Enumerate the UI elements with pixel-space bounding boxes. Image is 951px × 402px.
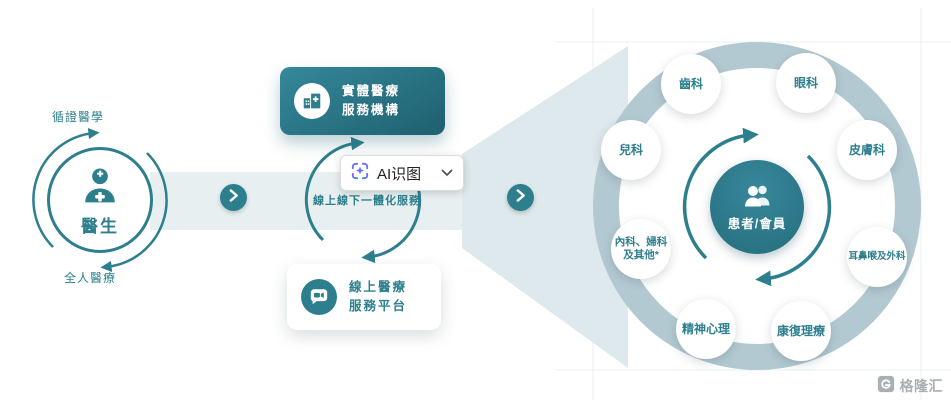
chevron-right-icon	[515, 188, 526, 208]
gelonghui-logo-icon	[877, 375, 895, 396]
holistic-care-label: 全人醫療	[63, 271, 116, 285]
specialty-mental-health: 精神心理	[676, 299, 736, 359]
online-line2: 服務平台	[349, 299, 408, 313]
flow-step-2	[507, 184, 534, 211]
watermark-text: 格隆汇	[899, 377, 943, 394]
chevron-down-icon	[441, 169, 453, 177]
physical-line2: 服務機構	[342, 103, 401, 117]
ai-image-recognition-button[interactable]: AI识图	[340, 155, 464, 191]
specialty-dentistry: 齒科	[661, 54, 721, 114]
chat-video-icon	[301, 279, 337, 315]
online-platform-node: 線上醫療 服務平台	[287, 264, 441, 330]
patients-members-node: 患者/會員	[710, 160, 804, 254]
doctor-label: 醫生	[81, 216, 119, 236]
chevron-right-icon	[228, 188, 239, 208]
specialty-ent-surgery: 耳鼻喉及外科	[847, 227, 907, 287]
specialty-dermatology: 皮膚科	[837, 120, 897, 180]
specialty-rehabilitation: 康復理療	[771, 301, 831, 361]
specialty-ophthalmology: 眼科	[776, 53, 836, 113]
hospital-building-icon	[294, 83, 330, 119]
specialty-pediatrics: 兒科	[601, 120, 661, 180]
doctor-node: 醫生	[47, 147, 153, 253]
people-icon	[741, 183, 773, 210]
ai-scan-icon	[351, 162, 369, 184]
patients-members-label: 患者/會員	[727, 216, 787, 231]
specialty-internal-gynecology: 內科、婦科及其他*	[611, 219, 671, 279]
flow-step-1	[220, 184, 247, 211]
physical-line1: 實體醫療	[342, 83, 401, 98]
ai-button-label: AI识图	[377, 165, 422, 183]
evidence-based-medicine-label: 循證醫學	[51, 110, 104, 124]
online-line1: 線上醫療	[349, 279, 408, 294]
physical-medical-node: 實體醫療 服務機構	[280, 67, 445, 135]
doctor-icon	[80, 164, 120, 211]
integrated-service-label: 線上線下一體化服務	[313, 195, 421, 207]
watermark: 格隆汇	[877, 375, 944, 396]
